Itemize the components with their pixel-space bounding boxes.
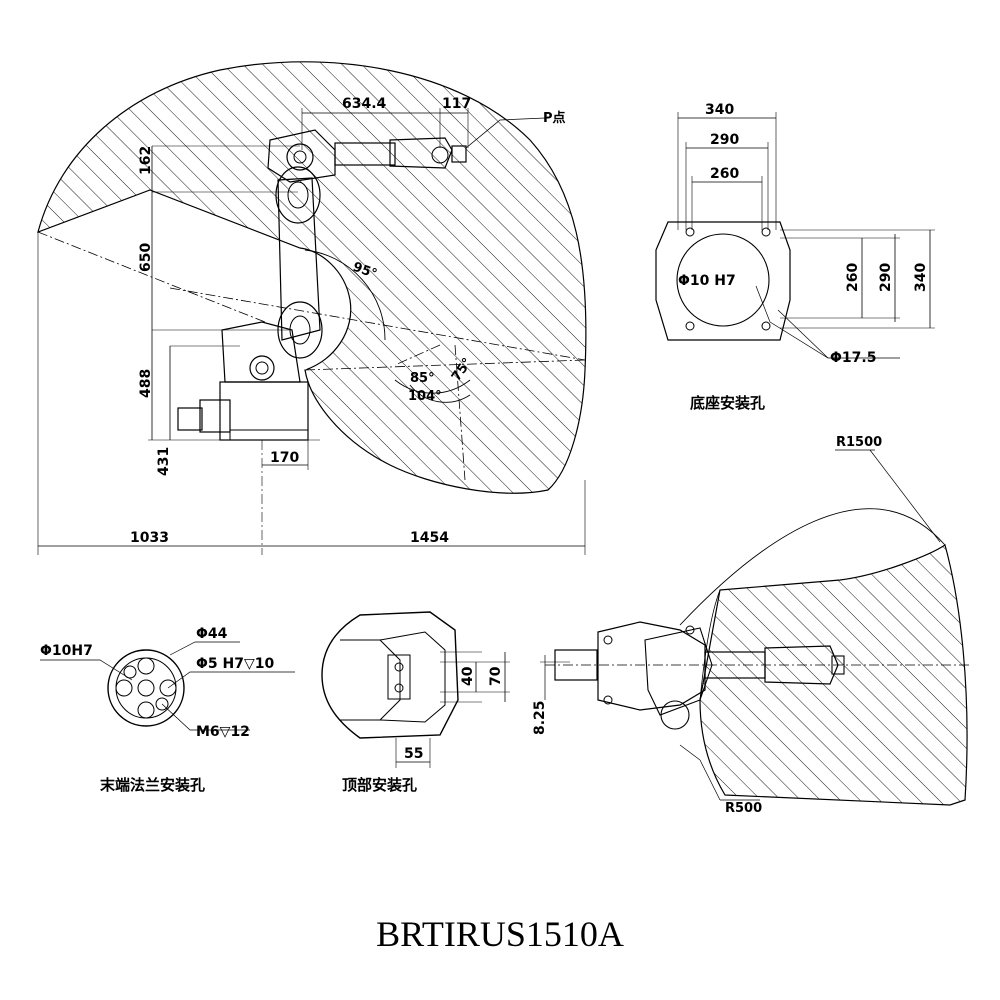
flange-diameter: Φ44	[196, 626, 228, 642]
base-corner-hole: Φ17.5	[830, 350, 876, 366]
top-mounting-view: 40 70 55 顶部安装孔	[321, 611, 510, 794]
angle-104: 104°	[408, 389, 442, 404]
base-width-340: 340	[705, 102, 734, 118]
radius-1500: R1500	[836, 435, 882, 450]
base-height-290: 290	[878, 263, 894, 292]
top-mount-70: 70	[488, 666, 504, 686]
dim-162: 162	[138, 146, 154, 175]
base-height-260: 260	[845, 263, 861, 292]
angle-85: 85°	[410, 371, 435, 386]
flange-caption: 末端法兰安装孔	[100, 776, 205, 794]
base-width-290: 290	[710, 132, 739, 148]
dim-1454: 1454	[410, 530, 449, 546]
base-width-260: 260	[710, 166, 739, 182]
dim-650: 650	[138, 243, 154, 272]
dim-8-25: 8.25	[532, 700, 548, 735]
base-mounting-view: 340 290 260 260 290 340 Φ10 H7 Φ17.5 底座安…	[655, 102, 935, 412]
p-point-label: P点	[543, 110, 566, 126]
radius-500: R500	[725, 801, 762, 816]
side-view: 634.4 117 P点 162 650 488 431 170 1033 14…	[37, 61, 587, 555]
top-mount-55: 55	[404, 746, 423, 762]
top-mount-40: 40	[460, 666, 476, 686]
top-mount-caption: 顶部安装孔	[342, 776, 417, 794]
flange-view: Φ10H7 Φ44 Φ5 H7▽10 M6▽12 末端法兰安装孔	[40, 626, 295, 794]
flange-center-hole: Φ10H7	[40, 643, 93, 659]
work-envelope-side	[37, 61, 587, 494]
dim-1033: 1033	[130, 530, 169, 546]
base-height-340: 340	[913, 263, 929, 292]
flange-pin-hole: Φ5 H7▽10	[196, 656, 274, 672]
flange-thread: M6▽12	[196, 724, 250, 740]
base-caption: 底座安装孔	[690, 394, 765, 412]
dim-634-4: 634.4	[342, 96, 387, 112]
dim-170: 170	[270, 450, 299, 466]
dim-117: 117	[442, 96, 471, 112]
dim-488: 488	[138, 369, 154, 398]
dim-431: 431	[156, 447, 172, 476]
top-view: 8.25 R1500 R500	[532, 435, 970, 816]
drawing-title: BRTIRUS1510A	[376, 914, 624, 954]
base-center-hole: Φ10 H7	[678, 273, 736, 289]
